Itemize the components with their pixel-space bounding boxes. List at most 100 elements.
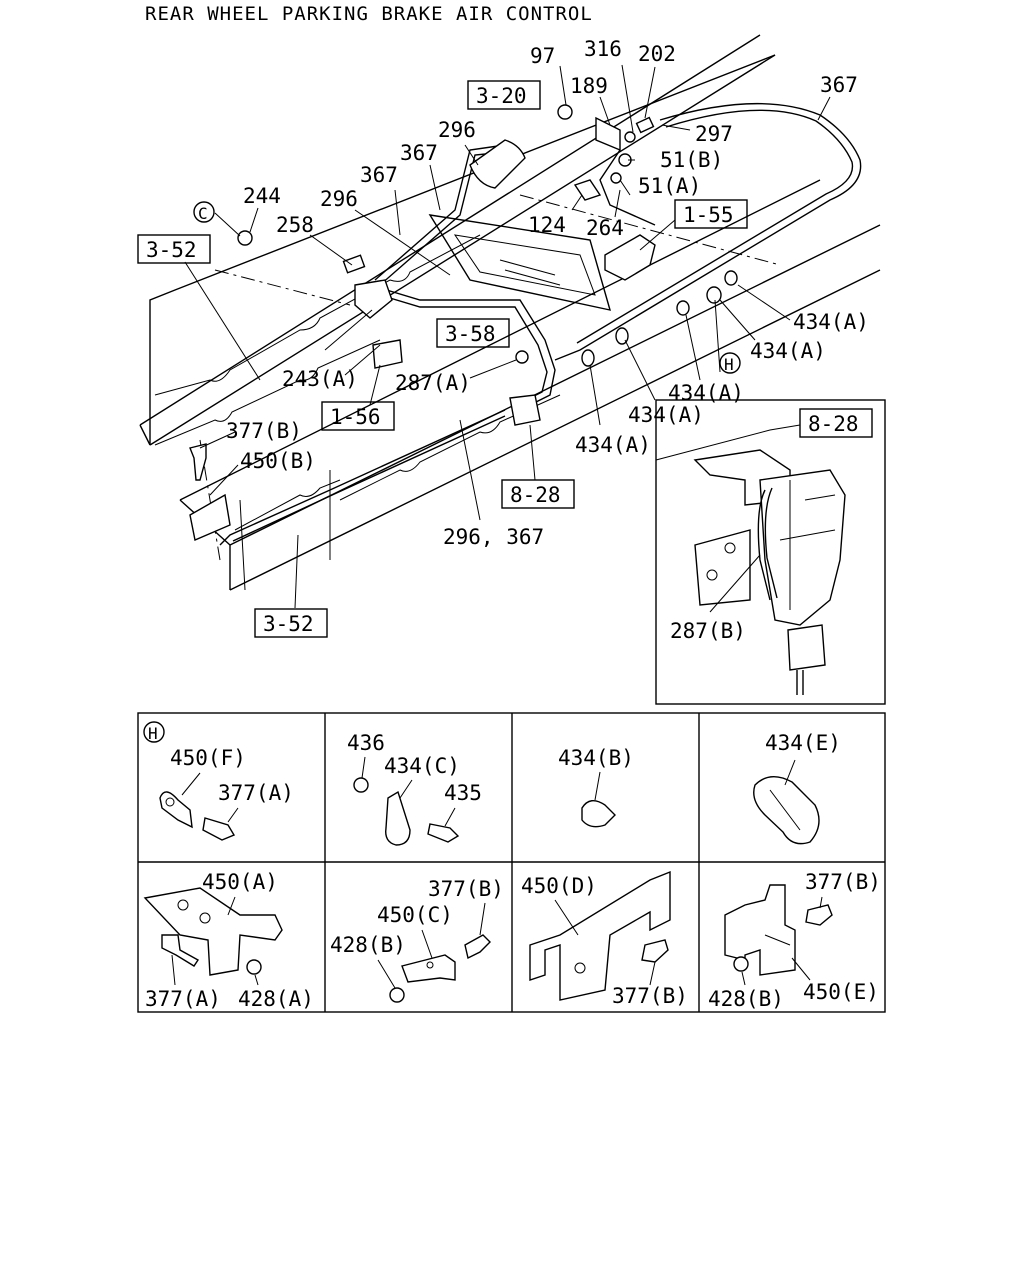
panel8-label-428b: 428(B) xyxy=(708,987,784,1011)
panel7-label-450d: 450(D) xyxy=(521,874,597,898)
panel7-label-377b: 377(B) xyxy=(612,984,688,1008)
panel5-label-428a: 428(A) xyxy=(238,987,314,1011)
ref-box-3-52-bottom xyxy=(254,608,328,638)
callout-297: 297 xyxy=(695,122,733,146)
panel3-label-434b: 434(B) xyxy=(558,746,634,770)
panel-h-450f: H 450(F) 377(A) xyxy=(143,721,294,841)
callout-243a: 243(A) xyxy=(282,367,358,391)
inset-cylinder-part xyxy=(787,624,826,671)
callout-202: 202 xyxy=(638,42,676,66)
bolt-377a-part xyxy=(202,817,236,841)
callout-434a-4: 434(A) xyxy=(628,403,704,427)
callout-287b: 287(B) xyxy=(670,619,746,643)
clamp-434c-part xyxy=(385,790,411,846)
marker-h-circle xyxy=(719,352,741,374)
bolt-124-part xyxy=(573,179,602,201)
ref-box-3-52-top xyxy=(137,234,211,264)
callout-51a: 51(A) xyxy=(638,174,701,198)
ref-box-1-55 xyxy=(674,199,748,229)
clamp-434e-part xyxy=(753,776,820,845)
reference-boxes: 3-20 1-55 3-52 3-58 1-56 8-28 3-52 xyxy=(137,80,748,638)
bolt-377b-p6-part xyxy=(464,934,491,960)
callout-258: 258 xyxy=(276,213,314,237)
fitting-202-part xyxy=(635,116,655,134)
parts-main-view xyxy=(189,104,738,541)
panel6-label-377b: 377(B) xyxy=(428,877,504,901)
marker-c-circle xyxy=(193,201,215,223)
callout-367-top: 367 xyxy=(820,73,858,97)
panel4-label-434e: 434(E) xyxy=(765,731,841,755)
bolt-377b-p7-part xyxy=(641,939,669,963)
callout-51b: 51(B) xyxy=(660,148,723,172)
brake-chamber-part xyxy=(469,139,526,189)
callout-434a-5: 434(A) xyxy=(575,433,651,457)
nut-436-part xyxy=(353,777,369,793)
bolt-435-part xyxy=(427,823,460,843)
panel-450d: 450(D) 377(B) xyxy=(521,870,688,1008)
nut-244-part xyxy=(237,230,253,246)
panel2-label-434c: 434(C) xyxy=(384,754,460,778)
callout-434a-1: 434(A) xyxy=(793,310,869,334)
air-lines xyxy=(219,102,862,546)
diagram-title: REAR WHEEL PARKING BRAKE AIR CONTROL xyxy=(145,3,593,25)
bolt-377b-p8-part xyxy=(805,904,833,926)
nut-428b-p6-part xyxy=(389,987,405,1003)
panel-marker-h-circle xyxy=(143,721,165,743)
bracket-1-56-part xyxy=(372,339,403,369)
panel8-label-377b: 377(B) xyxy=(805,870,881,894)
marker-c: C xyxy=(198,204,208,223)
panel5-label-450a: 450(A) xyxy=(202,870,278,894)
callout-264: 264 xyxy=(586,216,624,240)
panel2-label-436: 436 xyxy=(347,731,385,755)
callout-377b: 377(B) xyxy=(226,419,302,443)
callout-367-low: 367 xyxy=(360,163,398,187)
circled-markers: C H xyxy=(193,201,741,374)
ref-8-28-inset: 8-28 xyxy=(808,412,859,436)
callout-labels: 97 316 202 189 367 297 296 367 367 296 5… xyxy=(226,37,869,549)
clip-434a-1-part xyxy=(581,349,595,367)
ref-box-8-28-main xyxy=(501,479,575,509)
ref-8-28-main: 8-28 xyxy=(510,483,561,507)
panel8-label-450e: 450(E) xyxy=(803,980,879,1004)
bracket-450d-part xyxy=(529,870,671,1001)
callout-296-low: 296 xyxy=(320,187,358,211)
clamp-434b-part xyxy=(581,800,616,828)
inset-frame xyxy=(655,399,886,705)
panel-434c: 436 434(C) 435 xyxy=(347,731,482,846)
panel6-label-450c: 450(C) xyxy=(377,903,453,927)
detail-panels-grid: H 450(F) 377(A) 436 434(C) 435 434(B xyxy=(137,712,886,1013)
inset-valve-body-part xyxy=(759,469,846,626)
callout-189: 189 xyxy=(570,74,608,98)
panel2-label-435: 435 xyxy=(444,781,482,805)
callout-434a-2: 434(A) xyxy=(750,339,826,363)
panel-marker-h: H xyxy=(148,724,158,743)
bracket-450a-part xyxy=(143,887,283,976)
fitting-51a-part xyxy=(610,172,622,184)
bracket-450f-part xyxy=(159,791,193,829)
marker-h: H xyxy=(724,355,734,374)
ref-1-56: 1-56 xyxy=(330,405,381,429)
ref-box-1-56 xyxy=(321,401,395,431)
callout-97: 97 xyxy=(530,44,555,68)
callout-244: 244 xyxy=(243,184,281,208)
leader-lines xyxy=(184,64,831,609)
ref-1-55: 1-55 xyxy=(683,203,734,227)
ref-box-3-20 xyxy=(467,80,541,110)
inset-plate-part xyxy=(694,529,751,606)
nut-428a-part xyxy=(246,959,262,975)
nut-428b-p8-part xyxy=(733,956,749,972)
bracket-450b-part xyxy=(189,493,231,541)
nut-97-part xyxy=(557,104,573,120)
clip-434a-4-part xyxy=(706,286,722,304)
panel1-label-377a: 377(A) xyxy=(218,781,294,805)
callout-124: 124 xyxy=(528,213,566,237)
fitting-287a-part xyxy=(515,350,529,364)
callout-296-top: 296 xyxy=(438,118,476,142)
clip-434a-5-part xyxy=(724,270,738,286)
inset-detail-8-28: 8-28 287(B) xyxy=(655,399,886,705)
callout-434a-3: 434(A) xyxy=(668,381,744,405)
panel-450a: 450(A) 377(A) 428(A) xyxy=(143,870,314,1011)
callout-296-367: 296, 367 xyxy=(443,525,544,549)
